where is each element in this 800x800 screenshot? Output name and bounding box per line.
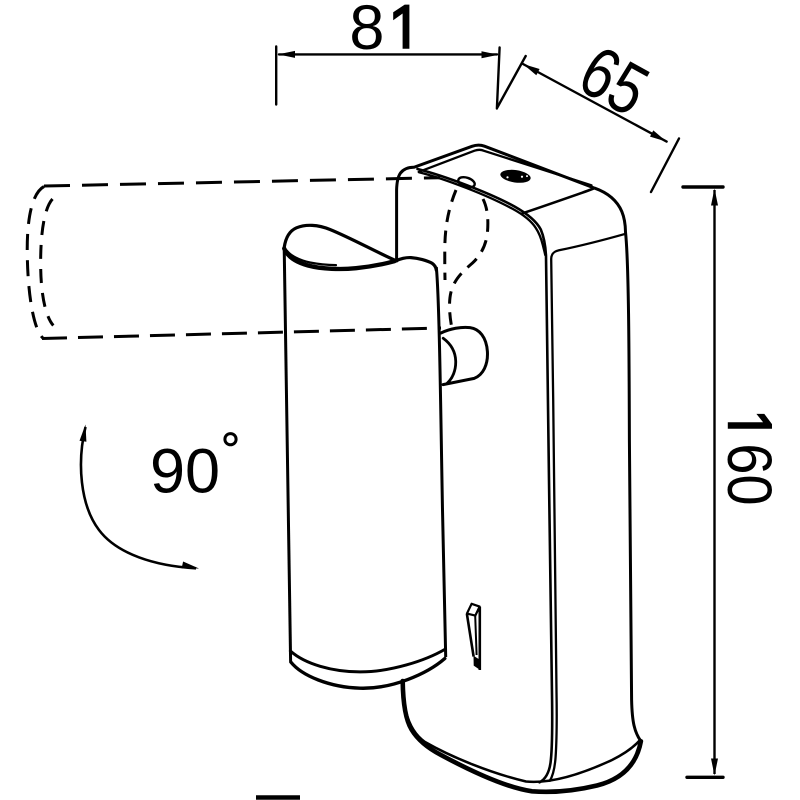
svg-text:60: 60 (714, 443, 785, 505)
svg-text:90: 90 (150, 437, 220, 507)
svg-text:8: 8 (349, 0, 384, 63)
